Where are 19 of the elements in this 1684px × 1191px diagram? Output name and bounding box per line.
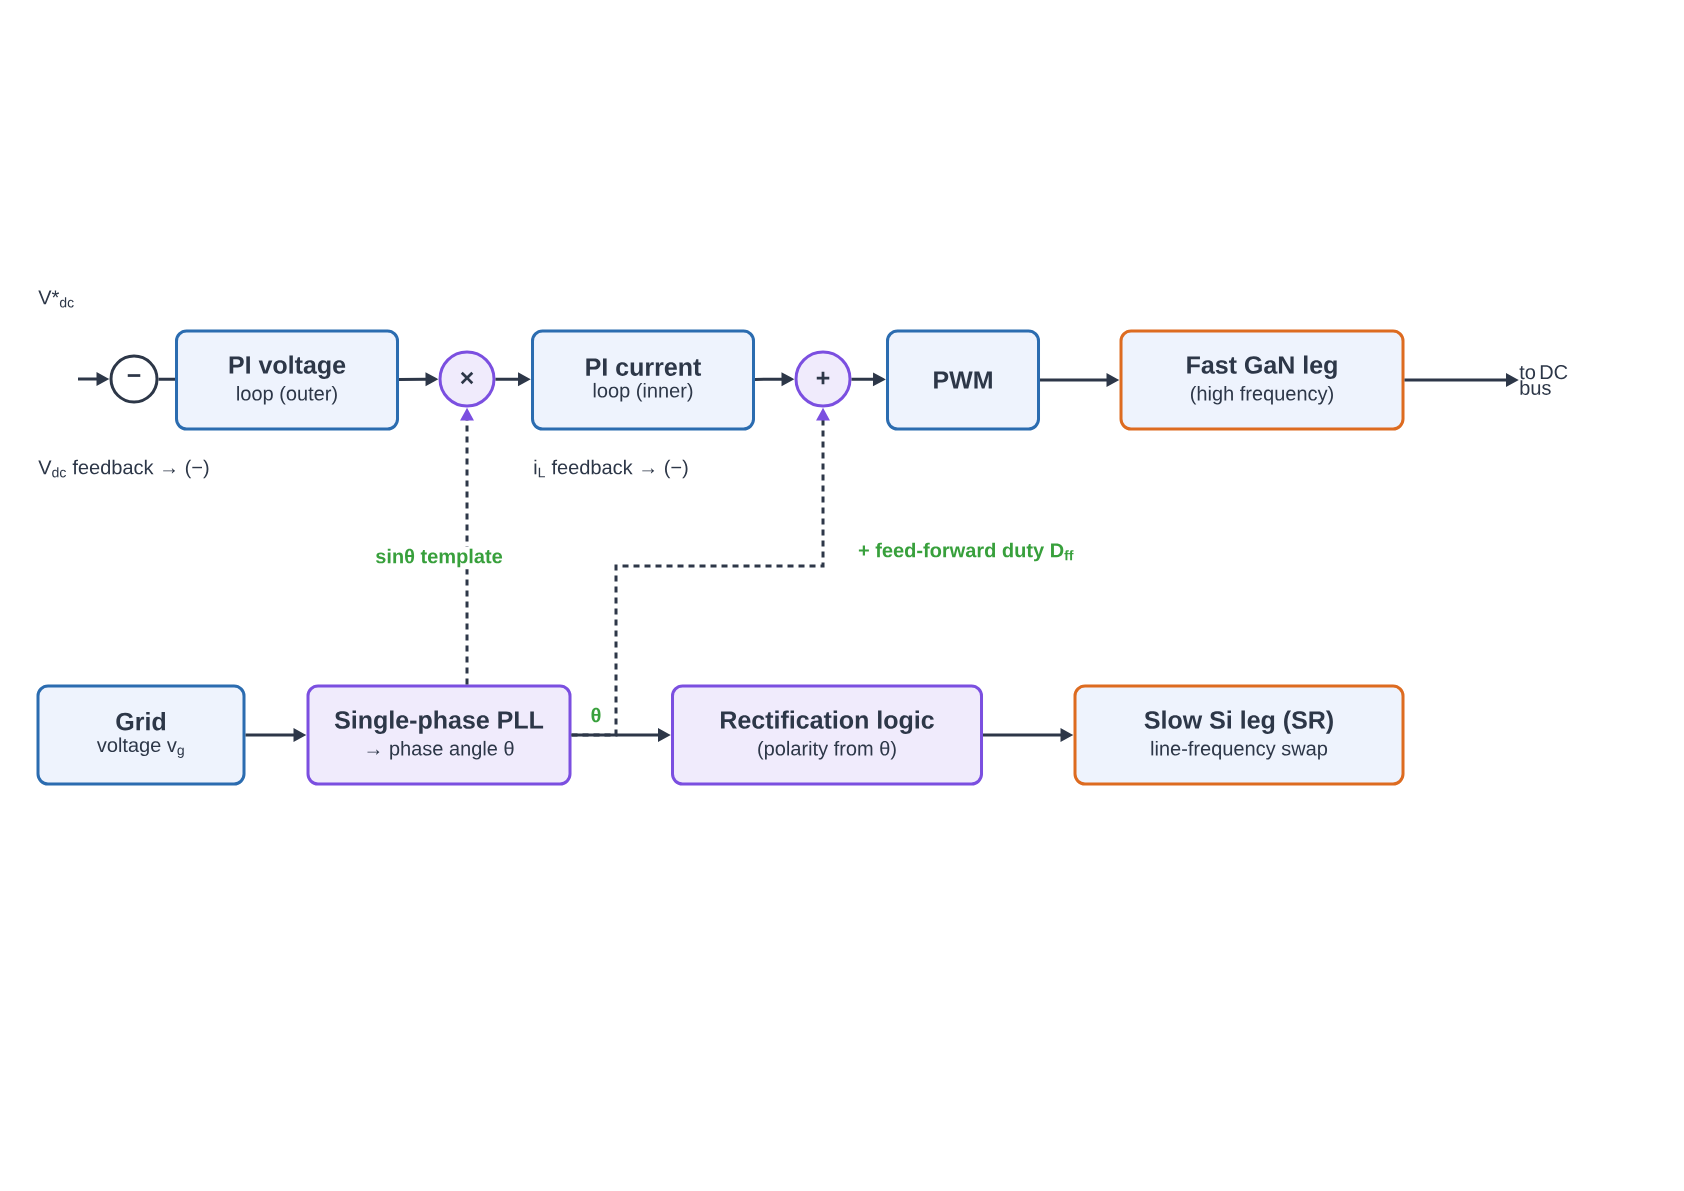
edge-label: θ (588, 705, 604, 725)
summing-junction: − (109, 354, 159, 404)
edge-label: sinθ template (373, 546, 505, 570)
signal-label: V*$_{dc}$ (38, 290, 74, 308)
block-box: Grid voltage v$_{g}$ (36, 684, 246, 786)
block-box: Fast GaN leg (high frequency) (1119, 329, 1405, 431)
block-box: PI current loop (inner) (531, 329, 755, 431)
summing-junction: + (794, 350, 852, 408)
block-box: PWM (886, 329, 1040, 431)
signal-label: i$_{L}$ feedback → (−) (534, 459, 688, 479)
edge-label: + feed-forward duty D$_{ff}$ (856, 540, 1076, 564)
block-box: PI voltage loop (outer) (175, 329, 399, 431)
summing-junction: × (438, 350, 496, 408)
signal-label: V$_{dc}$ feedback → (−) (38, 459, 209, 479)
block-box: Rectification logic (polarity from θ) (671, 684, 983, 786)
output-label: to DC bus (1519, 365, 1568, 395)
connector-line (158, 377, 176, 381)
block-box: Slow Si leg (SR) line-frequency swap (1073, 684, 1405, 786)
block-box: Single-phase PLL → phase angle θ (306, 684, 572, 786)
